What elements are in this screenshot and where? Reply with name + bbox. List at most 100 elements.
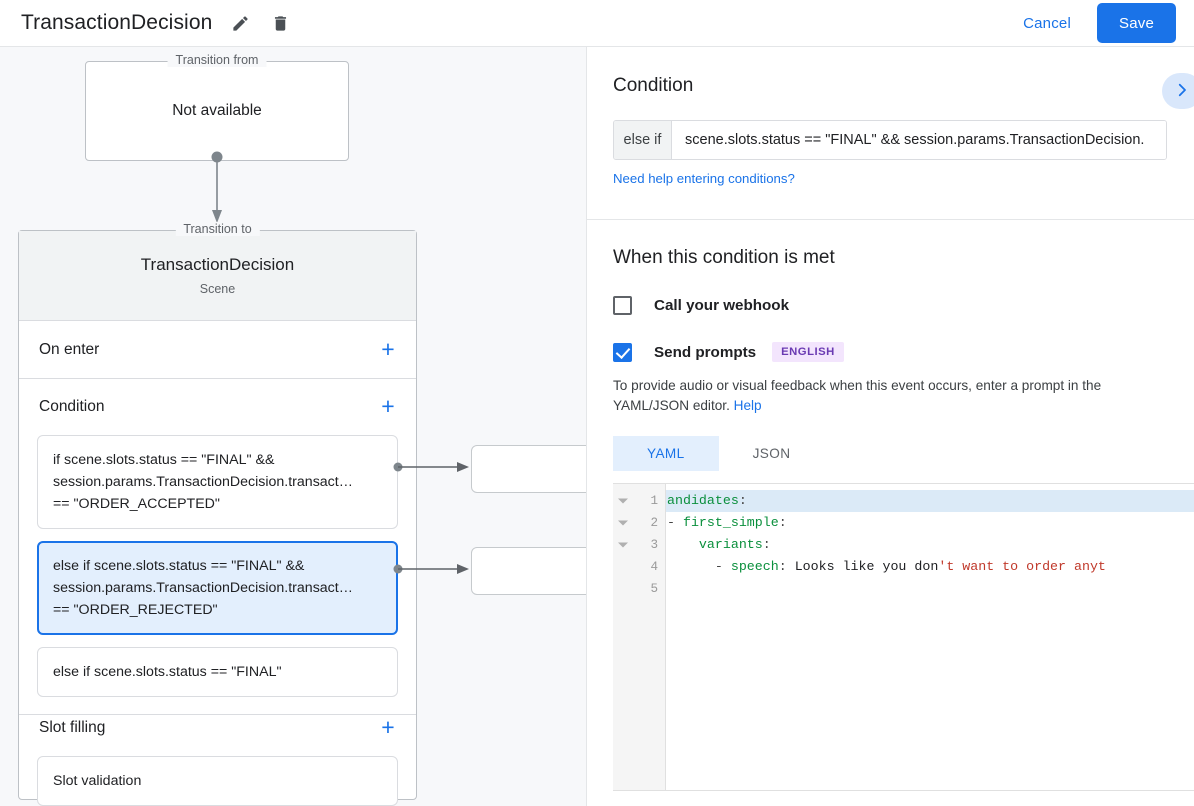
scene-card-type: Scene — [199, 282, 236, 296]
section-on-enter: On enter + — [19, 321, 416, 379]
scene-graph-canvas[interactable]: Transition from Not available Transactio… — [0, 47, 586, 806]
section-title-on-enter: On enter — [39, 340, 100, 358]
code-line[interactable]: - first_simple: — [666, 512, 1194, 534]
chevron-right-icon — [1173, 81, 1191, 102]
section-slot-filling: Slot filling + Slot validation — [19, 699, 416, 806]
gutter-line[interactable]: 4 — [613, 556, 665, 578]
add-condition-button[interactable]: + — [373, 392, 403, 422]
scene-card-header: TransactionDecision Scene — [19, 231, 416, 321]
line-number: 1 — [650, 494, 658, 508]
condition-item-accepted[interactable]: if scene.slots.status == "FINAL" && sess… — [37, 435, 398, 529]
slot-validation-item[interactable]: Slot validation — [37, 756, 398, 806]
send-prompts-row: Send prompts ENGLISH — [613, 342, 1168, 362]
gutter-line[interactable]: 5 — [613, 578, 665, 600]
webhook-row: Call your webhook — [613, 296, 1168, 315]
condition-details-panel: Condition else if Need help entering con… — [586, 47, 1194, 806]
code-token: Looks like you don — [794, 559, 939, 574]
line-number: 2 — [650, 516, 658, 530]
expand-panel-button[interactable] — [1162, 73, 1194, 109]
gutter-line[interactable]: 1 — [613, 490, 665, 512]
condition-help-link[interactable]: Need help entering conditions? — [613, 171, 795, 186]
condition-list: if scene.slots.status == "FINAL" && sess… — [19, 435, 416, 714]
code-token: : — [778, 515, 787, 530]
transition-to-box: TransactionDecision Scene On enter + Con… — [18, 222, 417, 806]
page-title: TransactionDecision — [21, 11, 213, 34]
line-number: 3 — [650, 538, 658, 552]
code-token: variants — [698, 537, 763, 552]
code-line[interactable] — [666, 578, 1194, 600]
add-on-enter-button[interactable]: + — [373, 335, 403, 365]
prompts-description: To provide audio or visual feedback when… — [613, 376, 1168, 416]
editor-format-tabs: YAML JSON — [613, 436, 1168, 471]
transition-from-frame — [85, 61, 349, 161]
code-token: : — [762, 537, 771, 552]
code-line[interactable]: variants: — [666, 534, 1194, 556]
section-title-slot-filling: Slot filling — [39, 718, 106, 736]
target-node-1[interactable] — [471, 445, 586, 493]
condition-input-row: else if — [613, 120, 1167, 160]
delete-button[interactable] — [266, 9, 294, 37]
language-badge: ENGLISH — [772, 342, 844, 362]
section-header-condition: Condition + — [19, 378, 416, 435]
line-number: 5 — [650, 582, 658, 596]
cancel-button[interactable]: Cancel — [1009, 7, 1085, 40]
condition-item-final[interactable]: else if scene.slots.status == "FINAL" — [37, 647, 398, 697]
condition-prefix-label: else if — [614, 121, 672, 159]
code-line[interactable]: - speech: Looks like you don't want to o… — [666, 556, 1194, 578]
gutter-line[interactable]: 3 — [613, 534, 665, 556]
trash-icon — [271, 14, 290, 33]
call-webhook-checkbox[interactable] — [613, 296, 632, 315]
code-line[interactable]: andidates: — [666, 490, 1194, 512]
call-webhook-label: Call your webhook — [654, 297, 790, 314]
code-token: first_simple — [682, 515, 779, 530]
add-slot-filling-button[interactable]: + — [373, 713, 403, 743]
scene-card-frame: TransactionDecision Scene On enter + Con… — [18, 230, 417, 806]
transition-to-legend: Transition to — [175, 222, 260, 236]
condition-panel-top: Condition else if Need help entering con… — [587, 47, 1194, 219]
edit-name-button[interactable] — [226, 9, 254, 37]
code-token: - — [667, 515, 683, 530]
fold-triangle-icon[interactable] — [618, 520, 628, 526]
condition-expression-input[interactable] — [672, 121, 1166, 159]
target-node-2[interactable] — [471, 547, 586, 595]
code-token: andidates — [667, 493, 739, 508]
prompts-help-link[interactable]: Help — [733, 398, 762, 413]
editor-code-area[interactable]: andidates:- first_simple: variants: - sp… — [666, 484, 1194, 790]
send-prompts-label: Send prompts — [654, 343, 757, 361]
fold-triangle-icon[interactable] — [618, 542, 628, 548]
condition-item-rejected[interactable]: else if scene.slots.status == "FINAL" &&… — [37, 541, 398, 635]
line-number: 4 — [650, 560, 658, 574]
pencil-icon — [231, 14, 250, 33]
prompts-description-text: To provide audio or visual feedback when… — [613, 378, 1102, 413]
code-token: - — [667, 559, 731, 574]
condition-branch-arrows — [393, 462, 469, 574]
panel-divider — [587, 219, 1194, 220]
transition-from-legend: Transition from — [167, 53, 267, 67]
code-token: 't want to order anyt — [938, 559, 1106, 574]
tab-yaml[interactable]: YAML — [613, 436, 719, 471]
scene-card-name: TransactionDecision — [140, 255, 295, 274]
transition-from-value: Not available — [172, 102, 262, 119]
slot-filling-list: Slot validation — [19, 756, 416, 806]
fold-triangle-icon[interactable] — [618, 498, 628, 504]
send-prompts-checkbox[interactable] — [613, 342, 632, 362]
yaml-editor[interactable]: 1 2 3 4 5 andidates:- first_simple: vari… — [613, 483, 1194, 791]
top-bar: TransactionDecision Cancel Save — [0, 0, 1194, 47]
editor-gutter: 1 2 3 4 5 — [613, 484, 666, 790]
section-header-on-enter: On enter + — [19, 321, 416, 378]
gutter-line[interactable]: 2 — [613, 512, 665, 534]
code-token: : — [738, 493, 747, 508]
code-token: speech — [730, 559, 779, 574]
section-title-condition: Condition — [39, 397, 105, 415]
save-button[interactable]: Save — [1097, 3, 1176, 43]
section-header-slot-filling: Slot filling + — [19, 699, 416, 756]
connector-arrow — [211, 151, 223, 223]
code-token: : — [778, 559, 795, 574]
condition-panel-heading: Condition — [613, 75, 694, 96]
code-token — [667, 537, 699, 552]
condition-actions-body: When this condition is met Call your web… — [587, 220, 1194, 791]
transition-from-box: Transition from Not available — [85, 53, 349, 161]
section-condition: Condition + if scene.slots.status == "FI… — [19, 378, 416, 715]
tab-json[interactable]: JSON — [719, 436, 825, 471]
